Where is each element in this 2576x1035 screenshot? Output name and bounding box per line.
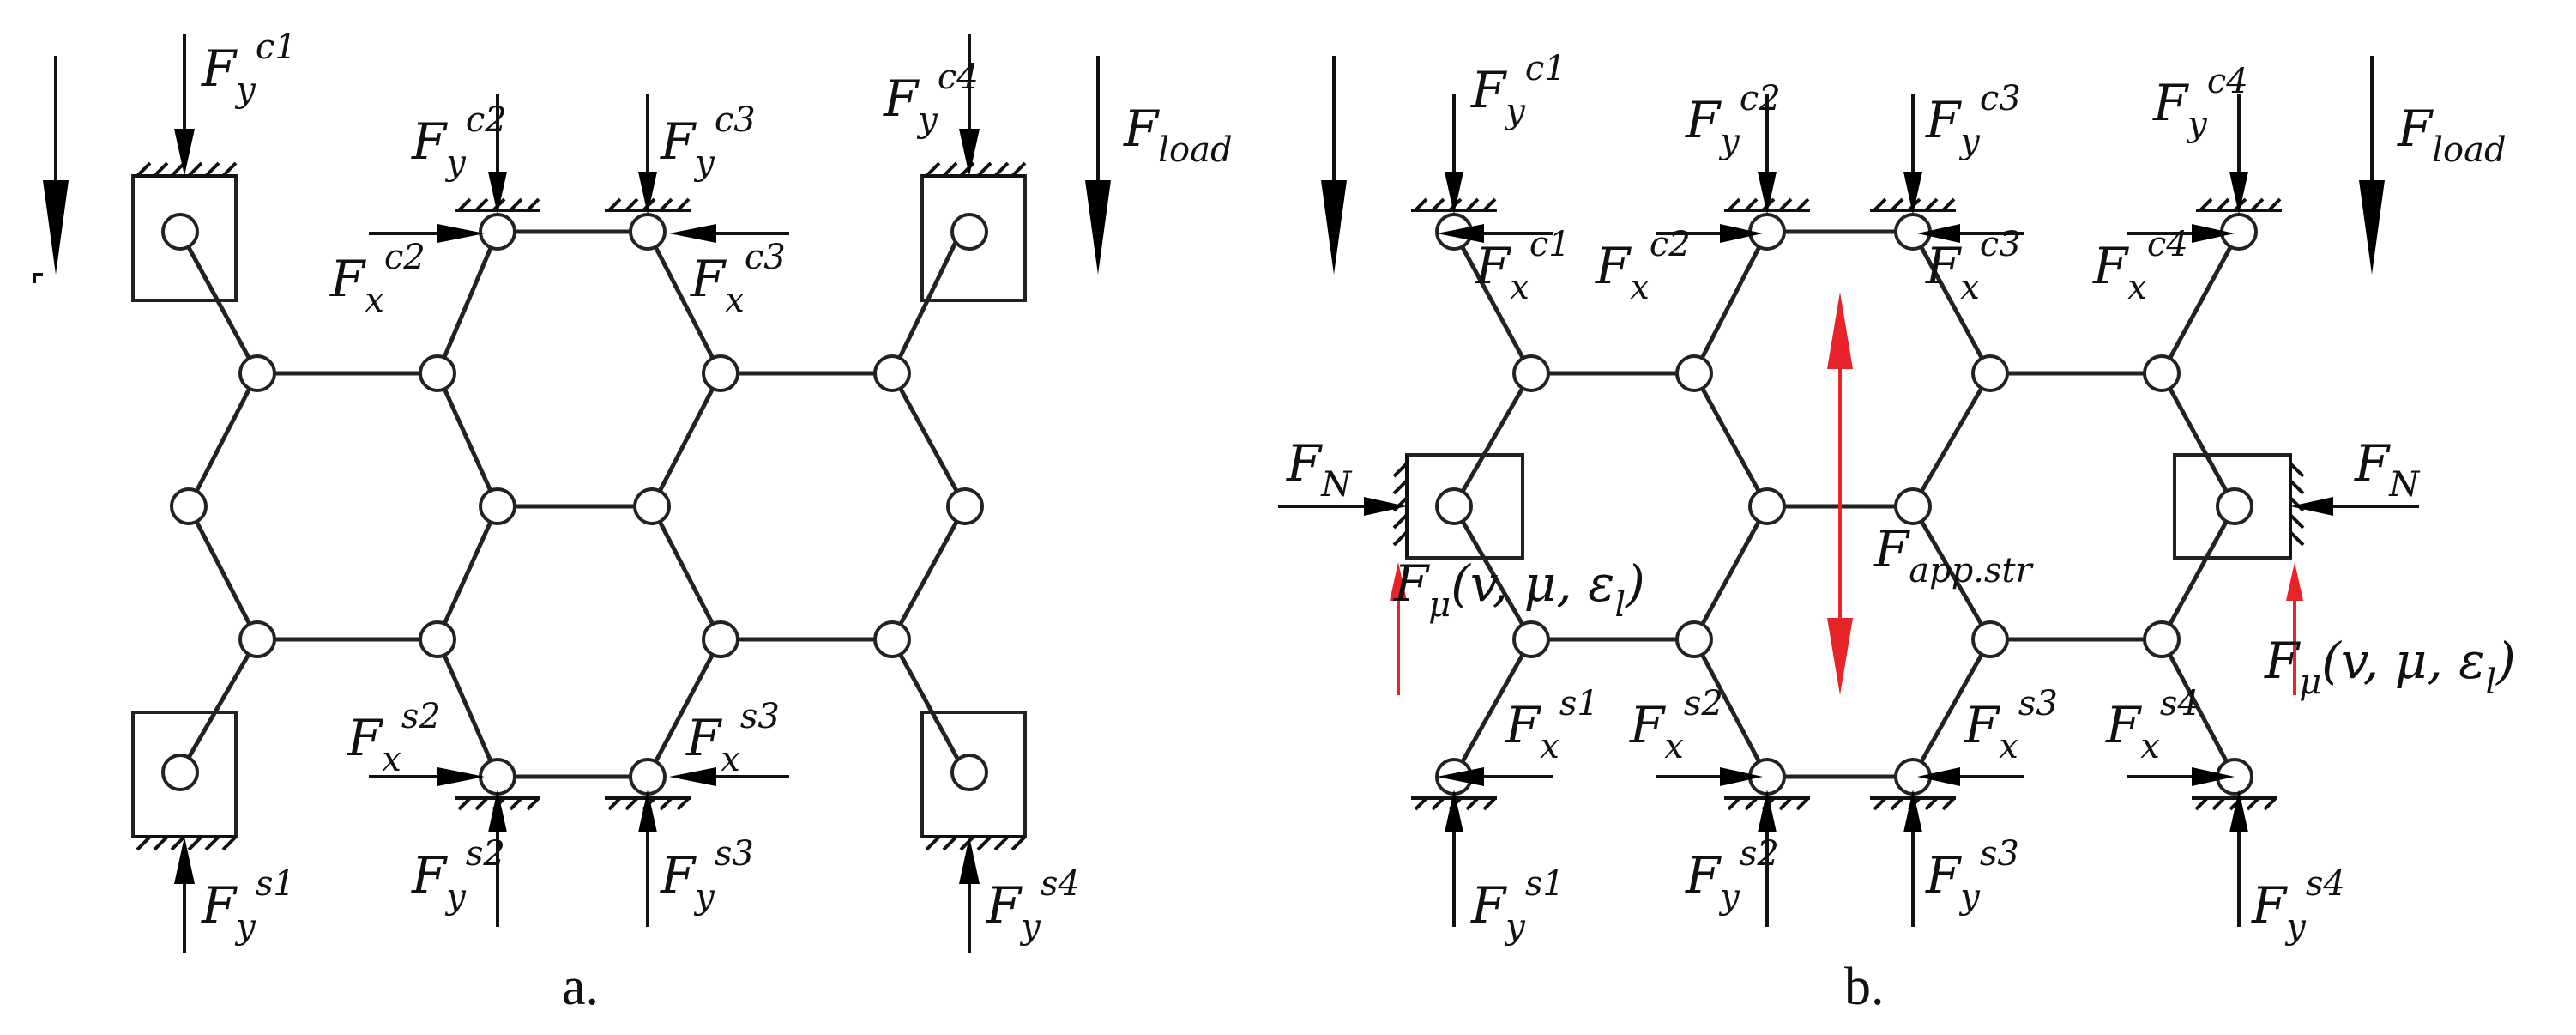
- panel-b: Fyc1 Fyc2 Fyc3 Fyc4 Fxc1 Fxc2 Fxc3 Fxc4 …: [1278, 49, 2516, 1016]
- lattice-nodes-a: [161, 213, 988, 796]
- honeycomb-lattice-b: [1451, 229, 2241, 779]
- load-arrows-a: [33, 56, 1111, 283]
- label-fload-a: Fload: [1123, 100, 1233, 170]
- bottom-vertical-force-arrows-a: [174, 790, 980, 953]
- top-horizontal-force-arrows-b: [1437, 224, 2235, 243]
- label-fn-right-b: FN: [2354, 434, 2421, 505]
- top-vertical-force-arrows-b: [1445, 94, 2248, 215]
- label-fx-s3-a: Fxs3: [685, 697, 780, 779]
- panel-caption-b: b.: [1844, 958, 1885, 1016]
- bottom-horizontal-force-arrows-a: [369, 767, 789, 786]
- label-fy-s1-a: Fys1: [201, 864, 295, 947]
- label-fx-s4-b: Fxs4: [2105, 684, 2199, 766]
- label-fx-s2-a: Fxs2: [347, 697, 441, 779]
- label-fx-c3-b: Fxc3: [1925, 225, 2021, 307]
- apparent-stretch-arrow-b: [1827, 292, 1853, 695]
- bottom-supports-a: [133, 796, 1027, 851]
- label-fy-c2-b: Fyc2: [1685, 79, 1781, 161]
- load-arrows-b: [1321, 56, 2385, 275]
- top-supports-a: [133, 161, 1027, 212]
- top-horizontal-force-arrows-a: [369, 224, 789, 243]
- bottom-supports-b: [1411, 796, 2277, 811]
- label-fmu-right-b: Fμ(v, μ, εl): [2264, 632, 2516, 702]
- label-fy-c3-a: Fyc3: [660, 100, 756, 183]
- lattice-nodes-b: [1435, 213, 2258, 796]
- label-fx-s2-b: Fxs2: [1629, 684, 1723, 766]
- label-fmu-left-b: Fμ(v, μ, εl): [1393, 554, 1645, 625]
- friction-force-arrows-b: [1390, 562, 2303, 695]
- label-fy-s3-b: Fys3: [1925, 834, 2019, 917]
- label-fy-s4-a: Fys4: [986, 864, 1080, 947]
- panel-caption-a: a.: [562, 958, 599, 1016]
- label-fx-c4-b: Fxc4: [2092, 225, 2188, 307]
- honeycomb-lattice-a: [178, 229, 968, 779]
- label-fy-c1-b: Fyc1: [1470, 49, 1566, 131]
- label-fx-c2-a: Fxc2: [329, 238, 425, 320]
- top-supports-b: [1411, 197, 2282, 212]
- label-fx-s3-b: Fxs3: [1964, 684, 2058, 766]
- label-fx-c2-b: Fxc2: [1595, 225, 1691, 307]
- bottom-vertical-force-arrows-b: [1445, 790, 2248, 927]
- label-fapp-str-b: Fapp.str: [1873, 520, 2035, 590]
- label-fy-c3-b: Fyc3: [1925, 79, 2021, 161]
- label-fy-s2-a: Fys2: [411, 834, 505, 917]
- bottom-horizontal-force-arrows-b: [1437, 767, 2235, 786]
- label-fy-c2-a: Fyc2: [411, 100, 507, 183]
- panel-a: Fyc1 Fyc2 Fyc3 Fyc4 Fxc2 Fxc3 Fload Fxs2…: [33, 27, 1233, 1016]
- label-fn-left-b: FN: [1286, 434, 1353, 505]
- label-fy-c4-b: Fyc4: [2152, 62, 2248, 144]
- label-fy-s4-b: Fys4: [2251, 864, 2345, 947]
- label-fy-s1-b: Fys1: [1470, 864, 1565, 947]
- label-fy-c1-a: Fyc1: [201, 27, 297, 110]
- label-fx-c3-a: Fxc3: [690, 238, 786, 320]
- label-fy-s3-a: Fys3: [660, 834, 754, 917]
- top-vertical-force-arrows-a: [174, 34, 980, 215]
- label-fx-c1-b: Fxc1: [1475, 225, 1571, 307]
- label-fy-c4-a: Fyc4: [883, 58, 979, 140]
- label-fx-s1-b: Fxs1: [1505, 684, 1599, 766]
- normal-force-arrows-b: [1278, 497, 2419, 516]
- label-fy-s2-b: Fys2: [1685, 834, 1779, 917]
- label-fload-b: Fload: [2397, 100, 2507, 170]
